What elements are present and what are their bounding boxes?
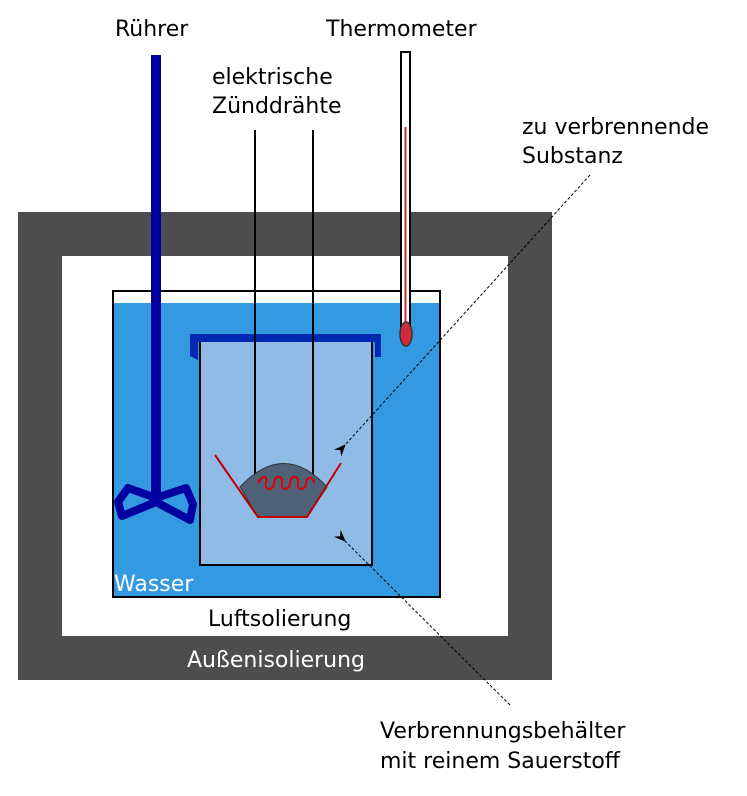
substance-label-line1: zu verbrennende	[522, 115, 709, 140]
thermometer	[399, 51, 413, 347]
ignition-wires	[254, 130, 314, 483]
vessel-lid	[190, 334, 381, 360]
thermometer-label: Thermometer	[325, 17, 478, 42]
ignition-coil	[257, 476, 315, 490]
vessel-label-line1: Verbrennungsbehälter	[380, 719, 626, 744]
stirrer-label: Rührer	[115, 17, 189, 42]
stirrer	[114, 55, 197, 524]
air-insulation-label: Luftsolierung	[208, 607, 351, 632]
vessel-pointer	[333, 529, 511, 706]
substance-pointer	[333, 174, 591, 457]
crucible	[214, 454, 342, 518]
water-label: Wasser	[114, 572, 194, 597]
substance-label-line2: Substanz	[522, 144, 623, 169]
wires-label-line1: elektrische	[212, 65, 333, 90]
combustion-vessel	[199, 339, 373, 566]
vessel-label-line2: mit reinem Sauerstoff	[380, 749, 621, 774]
wires-label-line2: Zünddrähte	[212, 94, 342, 119]
outer-insulation-label: Außenisolierung	[187, 648, 365, 673]
